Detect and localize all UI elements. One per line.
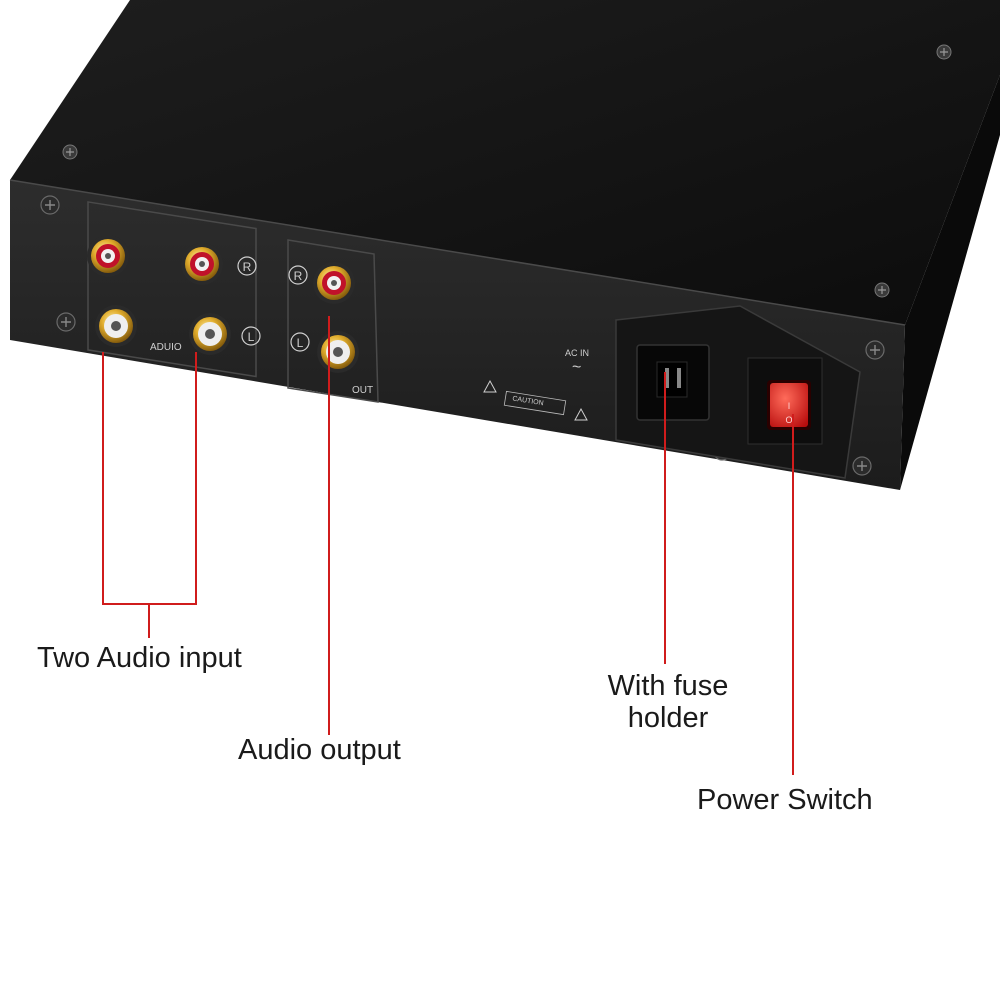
callout-fuse-line2: holder <box>627 702 709 734</box>
svg-text:I: I <box>788 401 791 411</box>
channel-r-marker: R <box>288 265 308 285</box>
caution-label: CAUTION <box>483 379 588 421</box>
svg-text:CAUTION: CAUTION <box>512 395 544 407</box>
screw-icon <box>56 312 76 332</box>
svg-text:R: R <box>243 260 252 274</box>
screw-icon <box>852 456 872 476</box>
iec-power-inlet-icon <box>636 344 710 421</box>
screw-icon <box>874 282 890 298</box>
svg-text:O: O <box>785 415 792 425</box>
screw-icon <box>40 195 60 215</box>
callout-fuse-holder: With fuse holder <box>598 670 738 734</box>
rca-jack-icon <box>181 243 223 285</box>
rca-jack-icon <box>87 235 129 277</box>
chassis-side <box>900 75 1000 490</box>
channel-l-marker: L <box>241 326 261 346</box>
callout-fuse-line1: With fuse <box>607 670 729 702</box>
rca-jack-icon <box>189 313 231 355</box>
ac-symbol: ~ <box>572 359 581 376</box>
svg-text:L: L <box>297 336 304 350</box>
screw-icon <box>936 44 952 60</box>
rca-jack-icon <box>95 305 137 347</box>
audio-in-silkscreen: ADUIO <box>150 342 182 353</box>
svg-text:R: R <box>294 269 303 283</box>
channel-r-marker: R <box>237 256 257 276</box>
screw-icon <box>62 144 78 160</box>
audio-output-plate <box>287 239 379 403</box>
chassis-top <box>10 0 1000 325</box>
leader-line-audio-input <box>102 352 197 638</box>
out-silkscreen: OUT <box>352 385 373 396</box>
audio-input-plate <box>87 201 257 378</box>
rca-jack-icon <box>313 262 355 304</box>
callout-two-audio-input: Two Audio input <box>37 642 242 674</box>
screw-icon <box>865 340 885 360</box>
power-switch-button[interactable]: I O <box>767 380 811 430</box>
ac-in-silkscreen: AC IN <box>565 348 589 358</box>
channel-l-marker: L <box>290 332 310 352</box>
rca-jack-icon <box>317 331 359 373</box>
callout-power-switch: Power Switch <box>697 784 873 816</box>
callout-audio-output: Audio output <box>238 734 401 766</box>
svg-text:L: L <box>248 330 255 344</box>
